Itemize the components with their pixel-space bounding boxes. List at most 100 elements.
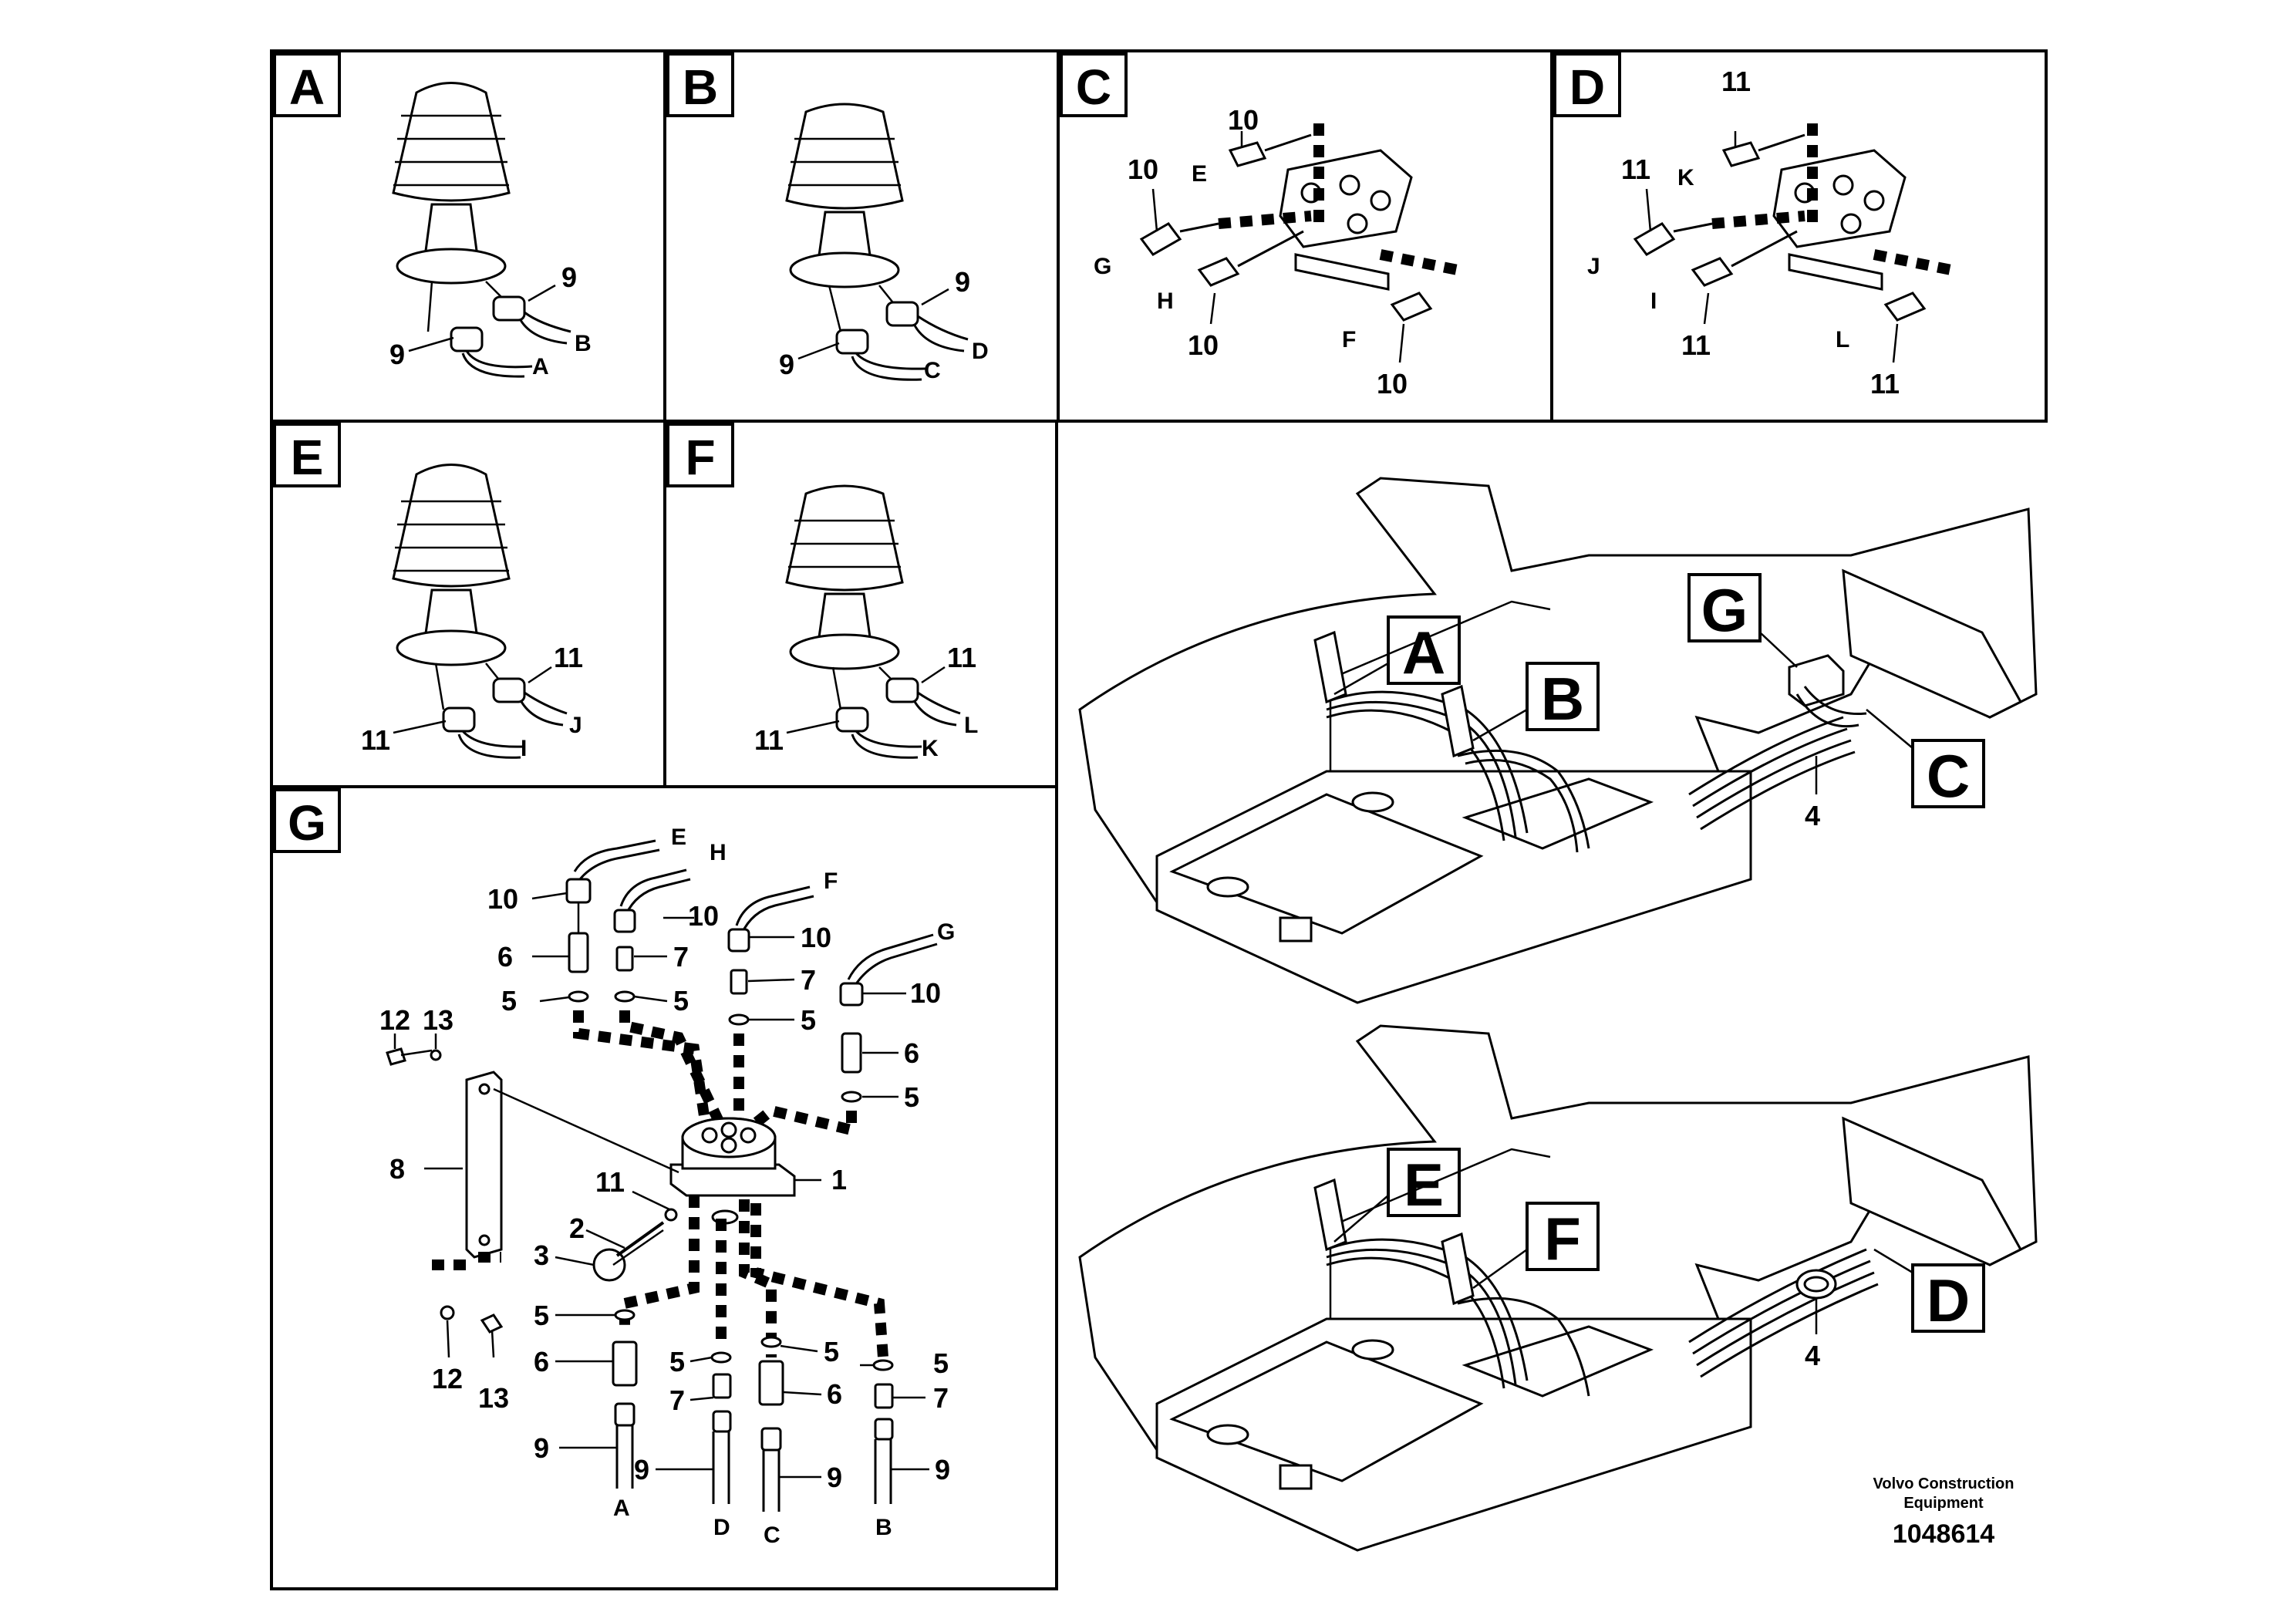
callout-part-1: 1: [831, 1164, 847, 1195]
callout-part-5-bcol3: 5: [824, 1336, 839, 1367]
joystick-icon: [1313, 1178, 1475, 1306]
panel-c-letter: C: [1076, 59, 1111, 115]
callout-part-12-lower: 12: [432, 1363, 463, 1394]
company-name-line2: Equipment: [1903, 1495, 1984, 1512]
callout-part-10-col2: 10: [688, 900, 719, 932]
overview-item-4-upper: 4: [1805, 800, 1820, 831]
hose-fitting-left: [450, 326, 533, 378]
overview-label-c: C: [1927, 742, 1970, 810]
callout-part-5-col3: 5: [801, 1004, 816, 1036]
overview-item-4-lower: 4: [1805, 1340, 1820, 1371]
callout-part-5-col4: 5: [904, 1081, 919, 1113]
callout-10-g: 10: [1128, 153, 1158, 185]
hose-label-j: J: [569, 713, 582, 738]
overview-label-b: B: [1541, 665, 1584, 733]
callout-part-5-bcol1: 5: [534, 1300, 549, 1331]
hose-label-k: K: [922, 736, 939, 761]
connector-label-j: J: [1587, 254, 1600, 279]
o-ring-icon: [1795, 1269, 1837, 1300]
callout-part-9-bcol2: 9: [634, 1454, 649, 1485]
joystick-icon: [785, 103, 904, 332]
connector-label-i: I: [1650, 288, 1657, 314]
callout-10-f: 10: [1377, 368, 1408, 400]
footer: Volvo Construction Equipment 1048614: [1873, 1475, 2014, 1549]
hose-label-b: B: [875, 1515, 892, 1540]
drawing-number: 1048614: [1893, 1519, 1994, 1549]
hose-label-d: D: [713, 1515, 730, 1540]
joystick-icon: [785, 484, 904, 710]
callout-11-k: 11: [1721, 66, 1751, 97]
hose-label-h: H: [710, 840, 727, 865]
callout-part-6-bcol3: 6: [827, 1378, 842, 1410]
callout-11-j: 11: [1621, 153, 1650, 185]
hose-fitting-left: [835, 329, 926, 381]
connector-label-g: G: [1094, 254, 1111, 279]
callout-part-6-col4: 6: [904, 1037, 919, 1069]
hose-label-b: B: [575, 331, 592, 356]
callout-part-5-bcol4: 5: [933, 1347, 949, 1379]
joystick-icon: [392, 82, 511, 332]
callout-11-l: 11: [1870, 368, 1900, 400]
hose-label-f: F: [824, 868, 838, 894]
callout-9-left: 9: [779, 349, 794, 380]
overview-label-g: G: [1701, 576, 1748, 644]
callout-part-9-bcol1: 9: [534, 1432, 549, 1464]
overview-label-a: A: [1402, 619, 1445, 686]
joystick-icon: [392, 464, 511, 710]
hose-label-c: C: [924, 358, 941, 383]
connector-h: [1197, 230, 1304, 287]
panel-g-letter: G: [288, 795, 326, 851]
connector-k: [1721, 133, 1805, 167]
callout-11-i: 11: [1681, 329, 1711, 361]
callout-part-12: 12: [379, 1004, 410, 1036]
callout-part-5-col2: 5: [673, 985, 689, 1017]
callout-part-5-col1: 5: [501, 985, 517, 1017]
callout-9-right: 9: [955, 266, 970, 298]
callout-part-10-col1: 10: [487, 883, 518, 915]
overview-label-e: E: [1404, 1151, 1444, 1219]
callout-part-7-col3: 7: [801, 964, 816, 996]
valve-block-icon: [1788, 654, 1867, 728]
overview-upper: A B G C 4: [1078, 477, 2038, 1004]
callout-part-3: 3: [534, 1239, 549, 1271]
callout-11-right: 11: [947, 642, 976, 673]
callout-part-8: 8: [389, 1153, 405, 1185]
valve-block-icon: [1711, 123, 1953, 291]
callout-part-10-col4: 10: [910, 977, 941, 1009]
overview-label-d: D: [1927, 1266, 1970, 1334]
panel-a: A 9 9 A B: [273, 52, 592, 379]
connector-f: [1390, 292, 1433, 322]
panel-e: E 11 11 I J: [273, 423, 583, 761]
callout-part-7-bcol2: 7: [669, 1384, 685, 1416]
joystick-icon: [1313, 630, 1475, 758]
callout-10-e: 10: [1228, 104, 1259, 136]
callout-part-11: 11: [595, 1166, 625, 1198]
callout-part-6-col1: 6: [497, 941, 513, 973]
panel-f-letter: F: [685, 430, 715, 485]
callout-11-left: 11: [754, 724, 784, 756]
panel-d-letter: D: [1569, 59, 1605, 115]
connector-label-h: H: [1157, 288, 1174, 314]
control-block: [669, 1117, 796, 1197]
panel-d: D 11 11: [1553, 52, 1953, 400]
connector-j: [1633, 222, 1713, 256]
connector-label-l: L: [1836, 327, 1849, 352]
connector-label-e: E: [1192, 161, 1207, 187]
panel-frames: [270, 49, 2048, 1590]
hose-label-d: D: [972, 339, 989, 364]
callout-9-left: 9: [389, 339, 405, 370]
callout-part-13-lower: 13: [478, 1382, 509, 1414]
hose-label-i: I: [521, 736, 527, 761]
hose-label-a: A: [532, 354, 549, 379]
callout-part-9-bcol4: 9: [935, 1454, 950, 1485]
panel-c: C 10 10: [1060, 52, 1459, 400]
connector-label-k: K: [1677, 165, 1694, 191]
callout-part-13: 13: [423, 1004, 453, 1036]
panel-b-letter: B: [683, 59, 718, 115]
panel-a-letter: A: [289, 59, 325, 115]
hose-label-e: E: [671, 824, 686, 850]
connector-i: [1691, 230, 1798, 287]
callout-11-right: 11: [554, 642, 583, 673]
connector-l: [1883, 292, 1927, 322]
valve-block-icon: [1218, 123, 1459, 291]
